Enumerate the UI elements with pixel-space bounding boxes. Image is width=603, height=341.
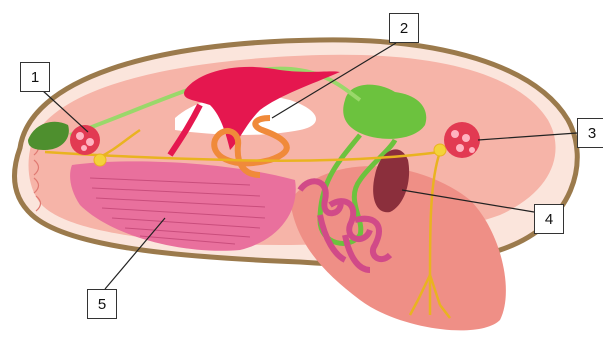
callout-1: 1 (20, 62, 50, 92)
callout-3: 3 (577, 118, 603, 148)
cerebral-ganglion (94, 154, 106, 166)
callout-2: 2 (389, 13, 419, 43)
callout-5: 5 (87, 289, 117, 319)
visceral-ganglion (434, 144, 446, 156)
posterior-adductor-red (444, 122, 480, 158)
callout-4: 4 (534, 204, 564, 234)
